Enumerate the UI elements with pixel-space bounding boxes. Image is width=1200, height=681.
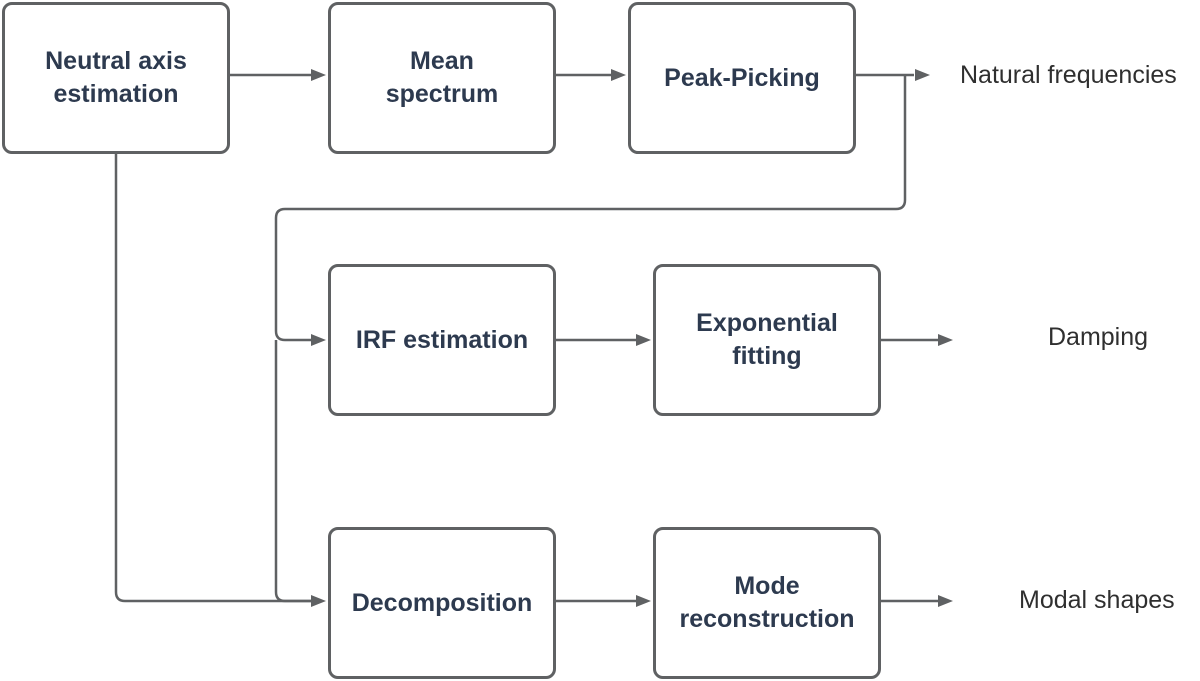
node-label: Mode reconstruction (679, 572, 855, 633)
node-label: Decomposition (351, 588, 533, 617)
node-label: IRF estimation (355, 325, 529, 354)
output-modal-shapes: Modal shapes (1019, 586, 1175, 614)
output-natural-frequencies: Natural frequencies (960, 61, 1177, 89)
arrowhead-decomp-to-mode (636, 595, 651, 607)
output-damping: Damping (1048, 323, 1149, 351)
arrowhead-exp-to-damping (938, 334, 953, 346)
arrowhead-into-irf (311, 334, 326, 346)
node-label: Peak-Picking (664, 63, 820, 92)
node-neutral-axis-estimation: Neutral axis estimation (2, 2, 230, 154)
connector-neutral-to-decomposition (114, 152, 312, 603)
arrowhead-mean-to-peak (611, 69, 626, 81)
node-peak-picking: Peak-Picking (628, 2, 856, 154)
node-exponential-fitting: Exponential fitting (653, 264, 881, 416)
node-irf-estimation: IRF estimation (328, 264, 556, 416)
node-decomposition: Decomposition (328, 527, 556, 679)
node-mean-spectrum: Mean spectrum (328, 2, 556, 154)
arrowhead-neutral-to-mean (311, 69, 326, 81)
node-label: Neutral axis estimation (45, 47, 187, 108)
arrowhead-into-decomposition (311, 595, 326, 607)
node-mode-reconstruction: Mode reconstruction (653, 527, 881, 679)
connector-branch-down (274, 340, 312, 603)
node-label: Exponential fitting (696, 309, 838, 370)
node-label: Mean spectrum (385, 47, 499, 108)
connector-peak-to-irf (274, 75, 907, 342)
arrowhead-irf-to-exp (636, 334, 651, 346)
arrowhead-mode-to-shapes (938, 595, 953, 607)
arrowhead-peak-to-output (915, 69, 930, 81)
